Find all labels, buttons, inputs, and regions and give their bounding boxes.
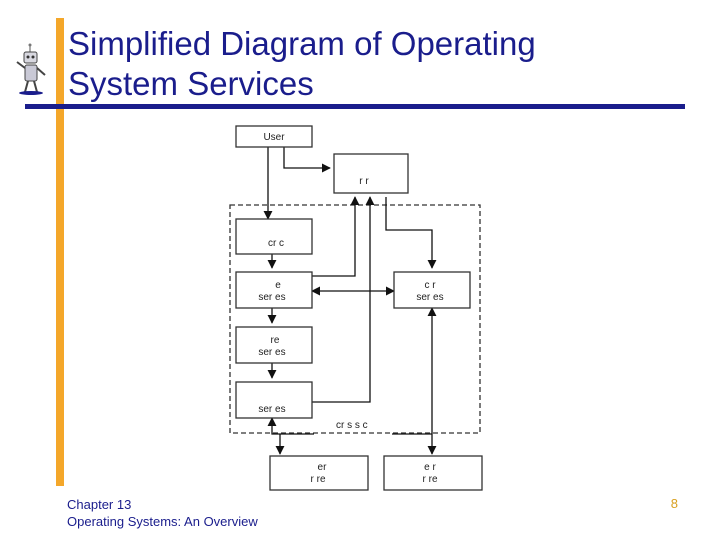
right-service-box-label-line-1: c r [424,280,436,291]
footer-subtitle: Operating Systems: An Overview [67,514,258,529]
slide-title-line-1: Simplified Diagram of Operating [68,25,536,62]
service-box-3-label-line-2: ser es [258,347,285,358]
footer-chapter: Chapter 13 [67,497,132,512]
user-box: User [235,125,313,148]
footer-source: Chapter 13 Operating Systems: An Overvie… [67,496,258,530]
accent-bar [56,18,64,486]
service-box-4-label: ser es [258,404,285,415]
bottom-left-box-label-line-2: r re [311,474,326,485]
bottom-right-box: e r r re [383,455,483,491]
diagram-connectors [263,147,437,455]
right-service-box-label-line-2: ser es [416,292,443,303]
service-box-1-label: cr c [268,238,284,249]
user-box-label: User [263,132,285,143]
bottom-right-box-label-line-1: e r [424,462,436,473]
service-box-4: ser es [235,381,313,419]
service-box-2: e ser es [235,271,313,309]
top-right-box: r r [333,153,409,194]
service-box-3: re ser es [235,326,313,364]
boundary-label: cr s s c [336,420,368,431]
bottom-left-box-label-line-1: er [318,462,328,473]
service-box-1: cr c [235,218,313,255]
top-right-box-label: r r [359,176,369,187]
robot-mascot-icon [16,43,46,95]
service-box-2-label-line-2: ser es [258,292,285,303]
bottom-left-box: er r re [269,455,369,491]
slide-title-line-2: System Services [68,65,314,102]
os-services-diagram: User r r cr c e ser es re ser es ser es … [229,125,483,491]
right-service-box: c r ser es [393,271,471,309]
page-number: 8 [670,496,678,511]
service-box-3-label-line-1: re [271,335,280,346]
service-box-2-label-line-1: e [275,280,281,291]
title-underline [25,104,685,109]
slide-title: Simplified Diagram of Operating System S… [68,24,688,104]
bottom-right-box-label-line-2: r re [423,474,438,485]
